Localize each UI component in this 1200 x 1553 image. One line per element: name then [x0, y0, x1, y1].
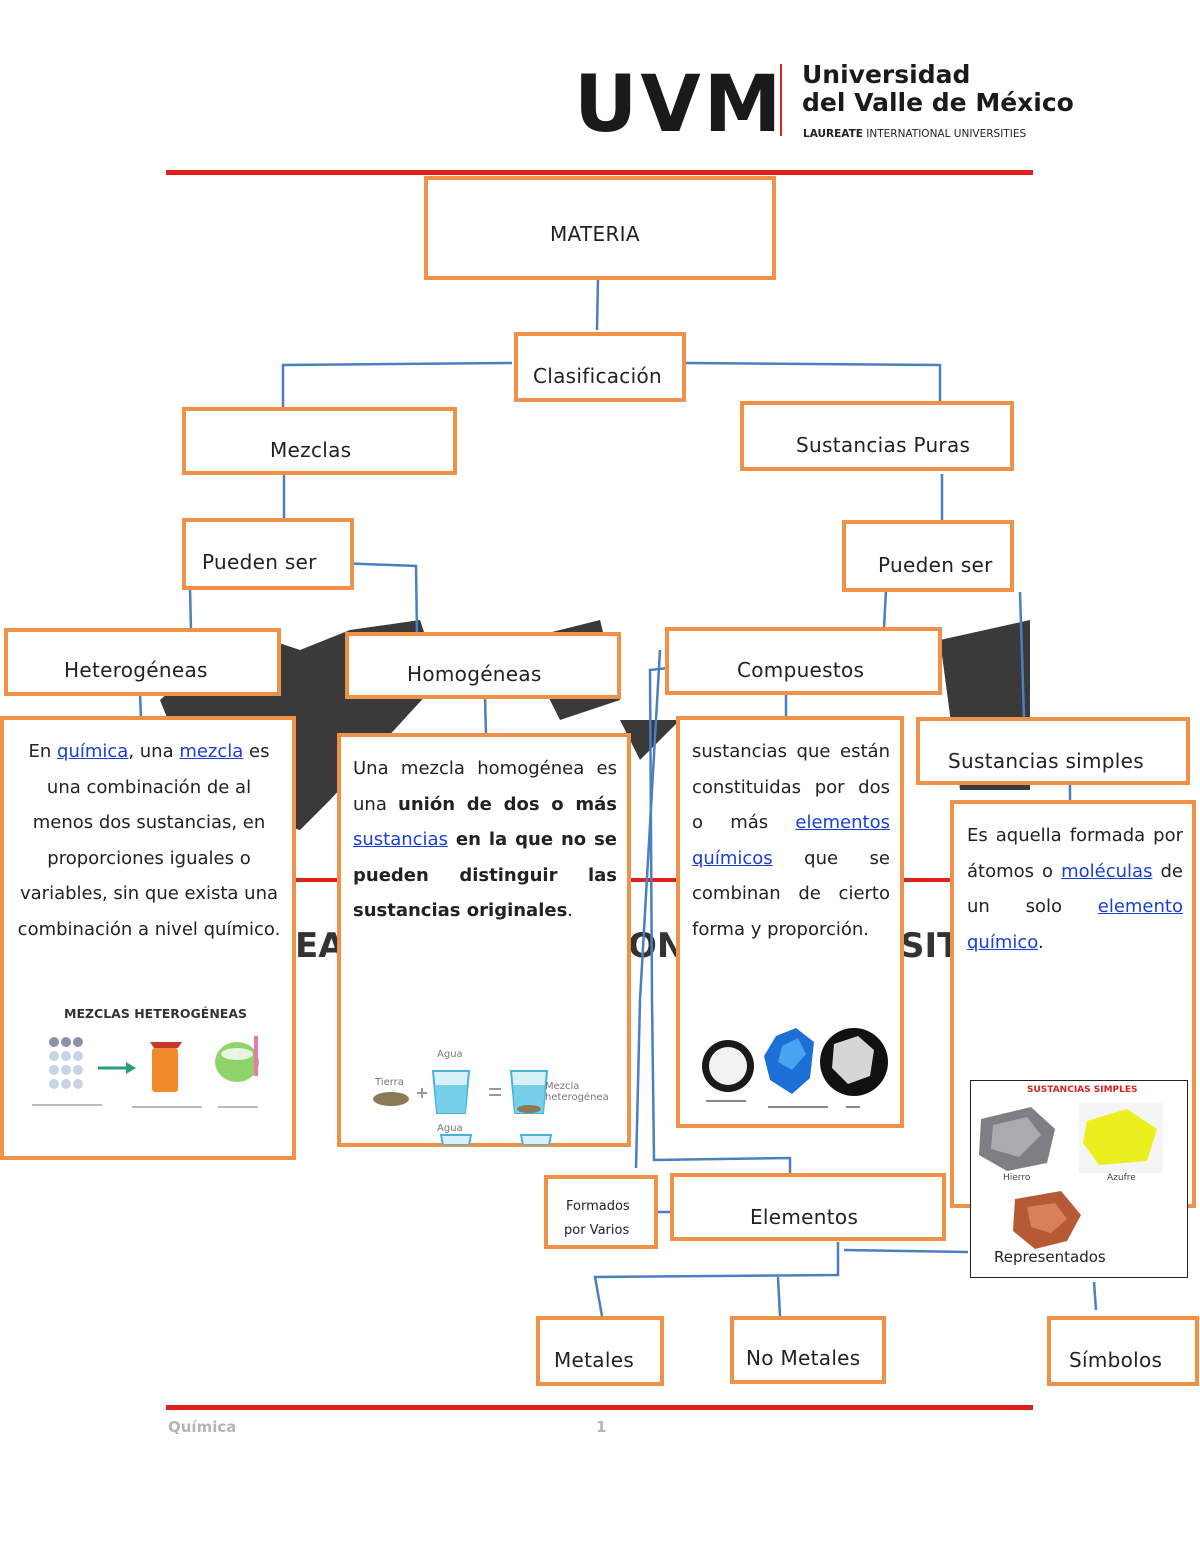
- node-pueden-ser-left-label: Pueden ser: [202, 550, 317, 574]
- node-pueden-ser-left: Pueden ser: [182, 518, 354, 590]
- connector-clasificacion-puras: [685, 361, 942, 402]
- footer-rule: [166, 1405, 1033, 1410]
- homo-label-tierra: Tierra: [375, 1077, 404, 1088]
- formados-label-line2: por Varios: [564, 1223, 630, 1238]
- comp-description: sustancias que están constituidas por do…: [692, 734, 890, 948]
- connector-homo-text: [483, 696, 488, 736]
- simple-t2: de un solo: [967, 860, 1183, 918]
- node-mezclas-label: Mezclas: [270, 438, 352, 462]
- node-pueden-ser-right-label: Pueden ser: [878, 553, 993, 577]
- connector-pueden-homo: [337, 561, 419, 635]
- node-metales: Metales: [536, 1316, 664, 1386]
- simples-image-title: SUSTANCIAS SIMPLES: [1027, 1085, 1138, 1095]
- node-clasificacion: Clasificación: [514, 332, 686, 402]
- connector-materia-clasificacion: [595, 277, 600, 331]
- university-name-line2: del Valle de México: [802, 88, 1074, 117]
- homo-label-mezcla: Mezcla heterogénea: [545, 1081, 609, 1103]
- node-metales-label: Metales: [554, 1348, 635, 1372]
- watermark-band-mid: ON: [628, 926, 686, 966]
- laureate-bold: LAUREATE: [803, 128, 863, 140]
- node-simbolos-label: Símbolos: [1069, 1348, 1163, 1372]
- comp-t2: que se combinan de cierto forma y propor…: [692, 847, 890, 940]
- node-compuestos: Compuestos: [665, 627, 942, 695]
- logo-divider: [780, 64, 782, 136]
- node-mezclas: Mezclas: [182, 407, 457, 475]
- simple-t1: Es aquella formada por átomos o: [967, 825, 1183, 882]
- simples-caption-azufre: Azufre: [1107, 1173, 1136, 1183]
- footer-page-number: 1: [596, 1418, 607, 1436]
- connector-pueden-comp: [882, 589, 888, 629]
- node-sustancias-puras: Sustancias Puras: [740, 401, 1014, 471]
- node-heterogeneas: Heterogéneas: [4, 628, 281, 696]
- comp-illustration: [702, 1028, 888, 1108]
- link-moleculas[interactable]: moléculas: [1061, 860, 1153, 882]
- homo-label-agua2: Agua: [437, 1123, 463, 1134]
- comp-t1: sustancias que están constituidas por do…: [692, 741, 890, 834]
- link-mezcla[interactable]: mezcla: [179, 741, 244, 762]
- node-pueden-ser-right: Pueden ser: [842, 520, 1014, 592]
- connector-elementos-branch: [593, 1242, 840, 1317]
- uvm-logo: UVM: [574, 60, 785, 150]
- simples-minerals: [979, 1103, 1163, 1249]
- connector-pueden-hetero: [188, 587, 193, 631]
- link-quimica[interactable]: química: [57, 741, 129, 762]
- footer-subject: Química: [168, 1418, 237, 1436]
- connector-elementos-nometales: [776, 1276, 782, 1317]
- connector-hetero-text: [138, 693, 143, 719]
- hetero-illustration: [32, 1036, 259, 1108]
- node-homogeneas-label: Homogéneas: [407, 662, 542, 686]
- node-sustancias-puras-label: Sustancias Puras: [796, 433, 971, 457]
- homo-label-agua: Agua: [437, 1049, 463, 1060]
- text-box-homogeneas: Una mezcla homogénea es una unión de dos…: [337, 733, 631, 1147]
- connector-elementos-representados: [843, 1248, 969, 1254]
- connector-pueden-simples: [1018, 591, 1026, 719]
- homo-description: Una mezcla homogénea es una unión de dos…: [353, 751, 617, 929]
- node-homogeneas: Homogéneas: [345, 632, 621, 699]
- connector-comp-elementos-a: [648, 666, 792, 1175]
- node-sustancias-simples: Sustancias simples: [916, 717, 1190, 785]
- node-materia: MATERIA: [424, 176, 776, 280]
- node-elementos: Elementos: [670, 1173, 946, 1241]
- homo-b2: en la que no se pueden distinguir las su…: [353, 829, 617, 922]
- simples-caption-hierro: Hierro: [1003, 1173, 1031, 1183]
- text-box-heterogeneas: En química, una mezcla es una combinació…: [0, 716, 296, 1160]
- homo-b1: unión de dos o más: [398, 793, 617, 815]
- university-name-line1: Universidad: [802, 60, 971, 89]
- link-sustancias[interactable]: sustancias: [353, 829, 448, 851]
- hetero-t2: , una: [128, 741, 180, 762]
- formados-label-line1: Formados: [566, 1199, 630, 1214]
- homo-illustration: [373, 1070, 553, 1145]
- node-sustancias-simples-label: Sustancias simples: [948, 749, 1144, 773]
- simple-t3: .: [1037, 931, 1044, 953]
- hetero-t1: En: [28, 741, 58, 762]
- simples-image: SUSTANCIAS SIMPLES Hierro Azufre: [970, 1080, 1188, 1278]
- node-simbolos: Símbolos: [1047, 1316, 1199, 1386]
- hetero-t3: es una combinación de al menos dos susta…: [17, 741, 281, 940]
- link-elementos-quimicos[interactable]: elementos químicos: [692, 812, 890, 869]
- homo-t1: Una mezcla homogénea es una: [353, 758, 617, 815]
- simple-description: Es aquella formada por átomos o molécula…: [967, 818, 1183, 960]
- node-heterogeneas-label: Heterogéneas: [64, 658, 208, 682]
- node-elementos-label: Elementos: [750, 1205, 859, 1229]
- node-no-metales: No Metales: [730, 1316, 886, 1384]
- node-representados: Representados: [994, 1248, 1106, 1266]
- hetero-image-title: MEZCLAS HETEROGÉNEAS: [64, 1006, 248, 1021]
- connector-comp-elementos-b: [634, 649, 662, 1169]
- link-elemento-quimico[interactable]: elemento químico: [967, 896, 1183, 953]
- node-formados-por-varios: Formados por Varios: [544, 1175, 658, 1249]
- laureate-tagline: LAUREATE INTERNATIONAL UNIVERSITIES: [803, 128, 1026, 140]
- node-no-metales-label: No Metales: [746, 1346, 861, 1370]
- node-compuestos-label: Compuestos: [737, 658, 865, 682]
- text-box-compuestos: sustancias que están constituidas por do…: [676, 716, 904, 1128]
- connector-clasificacion-mezclas: [281, 361, 513, 408]
- node-materia-label: MATERIA: [550, 222, 640, 246]
- node-clasificacion-label: Clasificación: [533, 364, 662, 388]
- homo-t2: .: [567, 900, 574, 922]
- connector-representados-simbolos: [1092, 1281, 1098, 1311]
- header-rule: [166, 170, 1033, 175]
- laureate-rest: INTERNATIONAL UNIVERSITIES: [866, 128, 1027, 140]
- hetero-description: En química, una mezcla es una combinació…: [16, 734, 282, 948]
